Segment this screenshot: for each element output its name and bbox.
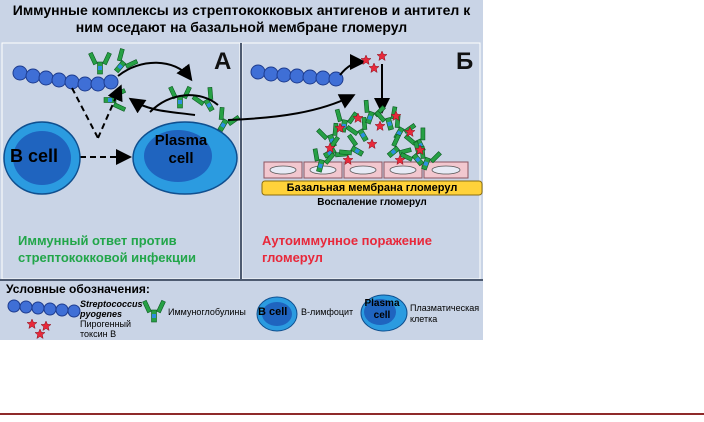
basement-membrane-bar <box>261 180 483 196</box>
legend-toxin-icon <box>40 320 52 331</box>
legend-strep-label: Streptococcus pyogenes <box>80 299 143 319</box>
dashed-arrow <box>71 87 99 139</box>
legend-plasma-icon-line1: Plasma <box>364 298 400 309</box>
legend-toxin-line1: Пирогенный <box>80 319 132 329</box>
plasma-cell-nucleus <box>144 130 212 182</box>
title-line-2: ним оседают на базальной мембране гломер… <box>75 19 408 35</box>
caption-a-line2: стрептококковой инфекции <box>18 250 196 265</box>
curved-arrow <box>149 94 219 113</box>
legend-b-cell-icon-label: B cell <box>258 306 288 318</box>
arrow-to-toxin <box>339 54 366 76</box>
legend-plasma-icon-label: Plasma cell <box>360 298 404 322</box>
legend-toxin-icon <box>34 328 46 339</box>
inflammation-label: Воспаление гломерул <box>317 197 427 208</box>
b-cell-nucleus <box>13 131 71 185</box>
diagram-graphics <box>0 42 483 339</box>
dashed-arrow <box>97 84 123 139</box>
streptococcus-chain-a <box>12 65 119 92</box>
legend-streptococcus-icon <box>7 299 81 318</box>
toxin-icon <box>360 54 372 65</box>
b-cell-label: B cell <box>10 146 59 166</box>
legend-plasma-icon-line2: cell <box>373 310 391 321</box>
legend-plasma-cell-label: Плазматическая клетка <box>410 303 479 325</box>
legend-toxin-icon <box>26 318 38 329</box>
streptococcus-chain-b <box>250 64 344 87</box>
toxin-icon <box>368 62 380 73</box>
caption-a: Иммунный ответ против стрептококковой ин… <box>18 232 196 266</box>
diagram-figure: Иммунные комплексы из стрептококковых ан… <box>0 0 483 340</box>
curved-arrow <box>128 97 196 116</box>
panel-a-letter: А <box>214 48 232 75</box>
legend-antibody-icon <box>142 299 166 323</box>
caption-b-line2: гломерул <box>262 250 323 265</box>
endothelial-cells <box>263 161 469 179</box>
antibody-icon <box>107 46 140 80</box>
caption-a-line1: Иммунный ответ против <box>18 233 177 248</box>
legend-plasma-nucleus <box>364 299 396 325</box>
legend-toxin-line2: токсин В <box>80 329 117 339</box>
arrow-to-panel-b <box>227 94 356 121</box>
legend-toxin-label: Пирогенный токсин В <box>80 319 131 339</box>
legend-strep-line2: pyogenes <box>80 309 123 319</box>
plasma-cell-label-line2: cell <box>168 150 194 167</box>
legend-b-cell-nucleus <box>262 302 292 326</box>
plasma-cell-label-line1: Plasma <box>154 132 208 149</box>
curved-arrow <box>117 61 193 82</box>
legend-plasma-cell-line2: клетка <box>410 314 438 324</box>
plasma-cell-label: Plasma cell <box>146 132 216 168</box>
bottom-rule <box>0 413 704 415</box>
basement-membrane-label: Базальная мембрана гломерул <box>286 182 458 194</box>
legend-b-lymphocyte-label: В-лимфоцит <box>301 307 354 317</box>
figure-title: Иммунные комплексы из стрептококковых ан… <box>0 2 483 36</box>
toxin-icon <box>376 50 388 61</box>
caption-b: Аутоиммунное поражение гломерул <box>262 232 432 266</box>
legend-immunoglobulins-label: Иммуноглобулины <box>168 307 246 317</box>
legend-title: Условные обозначения: <box>6 282 150 296</box>
legend-plasma-cell-line1: Плазматическая <box>410 303 480 313</box>
antibody-icon <box>88 51 112 75</box>
panel-b-letter: Б <box>456 48 474 75</box>
legend-strep-line1: Streptococcus <box>80 299 143 309</box>
antibody-icon <box>190 85 223 117</box>
title-line-1: Иммунные комплексы из стрептококковых ан… <box>12 2 471 18</box>
caption-b-line1: Аутоиммунное поражение <box>262 233 432 248</box>
